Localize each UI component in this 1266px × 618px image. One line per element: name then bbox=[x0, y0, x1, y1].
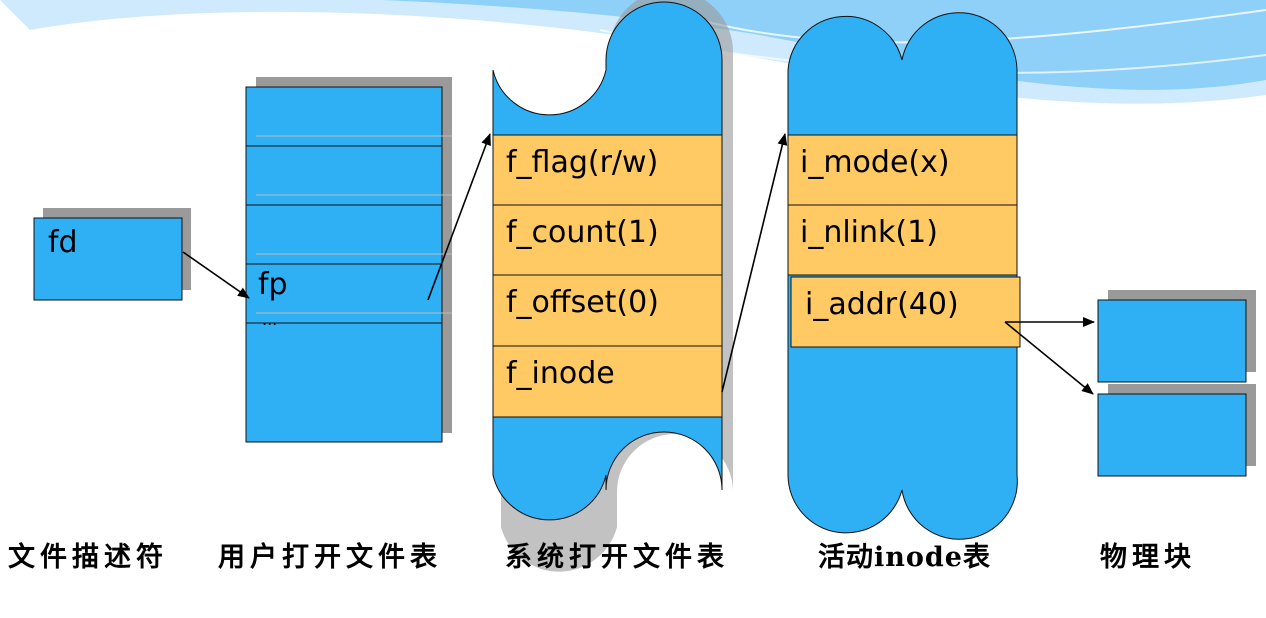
arrow-fp-to-file bbox=[427, 133, 491, 301]
caption-user-table: 用户打开文件表 bbox=[218, 542, 442, 573]
inode-field-bg-2 bbox=[790, 276, 1021, 348]
field-i-addr: i_addr(40) bbox=[805, 287, 959, 322]
block-2 bbox=[1097, 393, 1247, 477]
caption-blocks: 物理块 bbox=[1100, 542, 1196, 573]
block-1 bbox=[1097, 299, 1247, 383]
system-field-bg-0 bbox=[492, 134, 723, 206]
inode-table-scroll bbox=[787, 12, 1018, 540]
caption-inode-table: 活动inode表 bbox=[818, 542, 991, 573]
arrow-fd-to-fp bbox=[182, 251, 250, 299]
field-f-flag: f_flag(r/w) bbox=[506, 145, 659, 180]
user-table-more: ... bbox=[262, 310, 278, 329]
caption-fd: 文件描述符 bbox=[8, 542, 168, 573]
system-field-bg-3 bbox=[492, 345, 723, 418]
arrow-addr-to-block-2 bbox=[1004, 321, 1094, 395]
fp-label: fp bbox=[258, 267, 288, 302]
fd-label: fd bbox=[48, 225, 78, 260]
inode-field-bg-0 bbox=[787, 134, 1018, 206]
arrow-inode-to-inode-table bbox=[721, 133, 788, 393]
fd-box bbox=[33, 217, 183, 301]
field-f-inode: f_inode bbox=[506, 356, 615, 391]
inode-field-bg-1 bbox=[787, 204, 1018, 276]
field-f-offset: f_offset(0) bbox=[506, 285, 659, 320]
system-field-bg-1 bbox=[492, 204, 723, 276]
field-f-count: f_count(1) bbox=[506, 215, 659, 250]
caption-system-table: 系统打开文件表 bbox=[505, 542, 729, 573]
system-field-bg-2 bbox=[492, 274, 723, 347]
field-i-nlink: i_nlink(1) bbox=[800, 215, 938, 250]
field-i-mode: i_mode(x) bbox=[800, 145, 950, 180]
